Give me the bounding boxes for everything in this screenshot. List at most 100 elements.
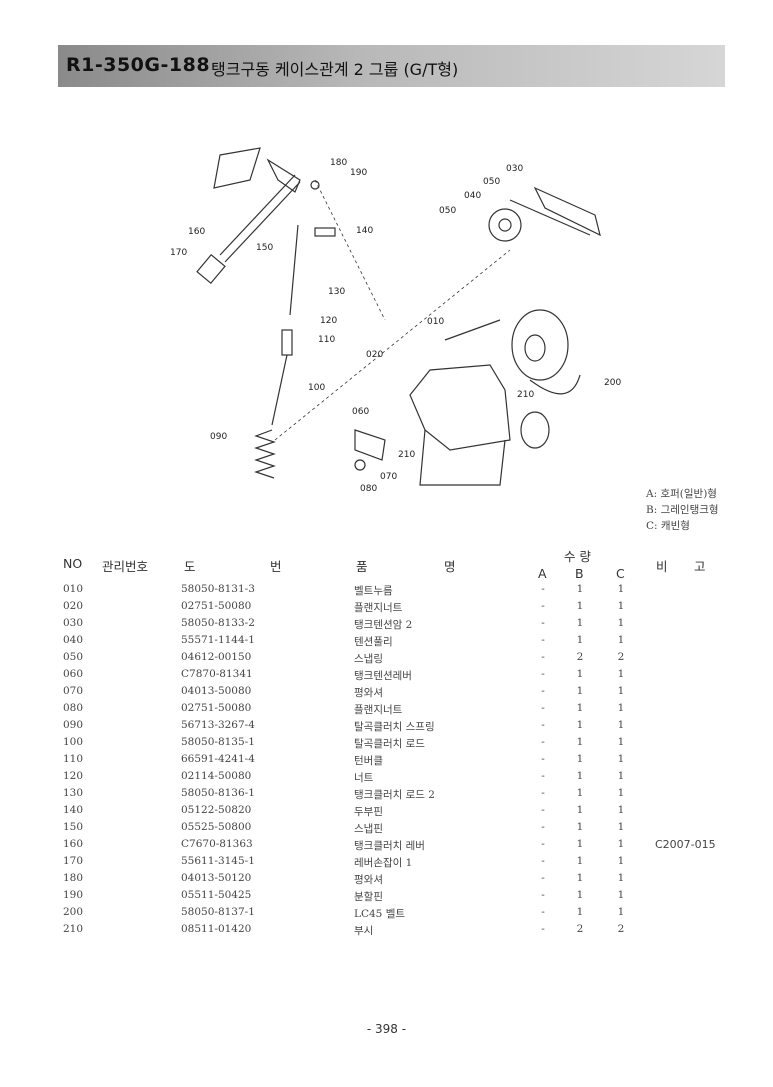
row-part-name: 두부핀 — [354, 806, 383, 818]
row-no: 210 — [63, 923, 84, 935]
row-no: 100 — [63, 736, 84, 748]
row-qty-c: 1 — [617, 906, 625, 918]
row-qty-b: 1 — [576, 855, 584, 867]
row-part-no: 55571-1144-1 — [181, 634, 255, 646]
row-part-name: 플랜지너트 — [354, 704, 403, 716]
row-qty-b: 1 — [576, 889, 584, 901]
lever-grip — [196, 253, 226, 285]
row-part-no: 05511-50425 — [181, 889, 252, 901]
row-qty-a: - — [541, 838, 545, 850]
row-part-name: 너트 — [354, 772, 374, 784]
header-qty-c: C — [616, 566, 625, 581]
row-qty-a: - — [541, 634, 545, 646]
row-part-name: 탱크클러치 레버 — [354, 840, 425, 852]
lever-bracket — [266, 158, 301, 193]
callout-120: 120 — [320, 316, 337, 326]
lever-rod-bottom — [224, 181, 301, 263]
row-qty-c: 1 — [617, 787, 625, 799]
row-no: 090 — [63, 719, 84, 731]
row-qty-c: 1 — [617, 804, 625, 816]
row-part-name: 레버손잡이 1 — [354, 857, 413, 869]
callout-080: 080 — [360, 484, 377, 494]
callout-050b: 050 — [439, 206, 456, 216]
row-part-name: 탈곡클러치 스프링 — [354, 721, 435, 733]
callout-020: 020 — [366, 350, 383, 360]
callout-190: 190 — [350, 168, 367, 178]
type-legend: A: 호퍼(일반)형 B: 그레인탱크형 C: 캐빈형 — [646, 486, 719, 534]
row-no: 190 — [63, 889, 84, 901]
turnbuckle — [281, 329, 293, 356]
row-qty-a: - — [541, 736, 545, 748]
row-qty-a: - — [541, 583, 545, 595]
row-qty-b: 1 — [576, 838, 584, 850]
legend-item: A: 호퍼(일반)형 — [646, 488, 717, 500]
callout-110: 110 — [318, 335, 335, 345]
row-part-name: 스냅링 — [354, 653, 383, 665]
callout-010: 010 — [427, 317, 444, 327]
row-part-name: 벨트누름 — [354, 585, 393, 597]
row-part-no: 58050-8136-1 — [181, 787, 255, 799]
callout-210b: 210 — [398, 450, 415, 460]
row-part-name: 턴버클 — [354, 755, 383, 767]
callout-060: 060 — [352, 407, 369, 417]
row-no: 050 — [63, 651, 84, 663]
row-part-name: 분할핀 — [354, 891, 383, 903]
row-no: 020 — [63, 600, 84, 612]
row-part-no: 04013-50080 — [181, 685, 252, 697]
row-qty-b: 1 — [576, 634, 584, 646]
row-qty-a: - — [541, 770, 545, 782]
row-qty-a: - — [541, 889, 545, 901]
belt-press — [444, 319, 501, 341]
header-qty-b: B — [575, 566, 584, 581]
row-no: 060 — [63, 668, 84, 680]
parts-diagram: 180 190 160 150 140 170 130 120 110 100 … — [170, 147, 621, 494]
row-no: 030 — [63, 617, 84, 629]
row-qty-c: 1 — [617, 668, 625, 680]
leader-line — [314, 179, 386, 321]
row-qty-a: - — [541, 804, 545, 816]
row-qty-a: - — [541, 685, 545, 697]
row-qty-c: 1 — [617, 736, 625, 748]
flange-nut — [354, 459, 366, 471]
row-qty-a: - — [541, 855, 545, 867]
header-qty: 수 량 — [564, 549, 591, 564]
row-qty-b: 1 — [576, 787, 584, 799]
row-qty-b: 1 — [576, 668, 584, 680]
row-qty-c: 1 — [617, 617, 625, 629]
row-no: 160 — [63, 838, 84, 850]
row-part-no: 08511-01420 — [181, 923, 252, 935]
row-qty-a: - — [541, 821, 545, 833]
row-qty-a: - — [541, 923, 545, 935]
header-qty-a: A — [538, 566, 547, 581]
row-qty-c: 1 — [617, 685, 625, 697]
row-qty-a: - — [541, 787, 545, 799]
callout-150: 150 — [256, 243, 273, 253]
callout-100: 100 — [308, 383, 325, 393]
row-qty-c: 1 — [617, 634, 625, 646]
row-no: 120 — [63, 770, 84, 782]
row-qty-a: - — [541, 872, 545, 884]
row-part-name: 탈곡클러치 로드 — [354, 738, 425, 750]
header-drawing-no-2: 번 — [270, 559, 282, 574]
row-qty-a: - — [541, 719, 545, 731]
tension-pulley-hub — [498, 218, 512, 232]
row-qty-b: 1 — [576, 600, 584, 612]
row-qty-c: 1 — [617, 838, 625, 850]
row-part-name: 탱크클러치 로드 2 — [354, 789, 435, 801]
callout-130: 130 — [328, 287, 345, 297]
title-bar: R1-350G-188 탱크구동 케이스관계 2 그룹 (G/T형) — [58, 45, 725, 87]
row-qty-c: 1 — [617, 719, 625, 731]
row-no: 180 — [63, 872, 84, 884]
clutch-rod-2 — [289, 224, 299, 316]
row-remark: C2007-015 — [655, 838, 716, 851]
row-qty-c: 1 — [617, 889, 625, 901]
gearcase-output — [520, 411, 550, 449]
row-qty-a: - — [541, 651, 545, 663]
